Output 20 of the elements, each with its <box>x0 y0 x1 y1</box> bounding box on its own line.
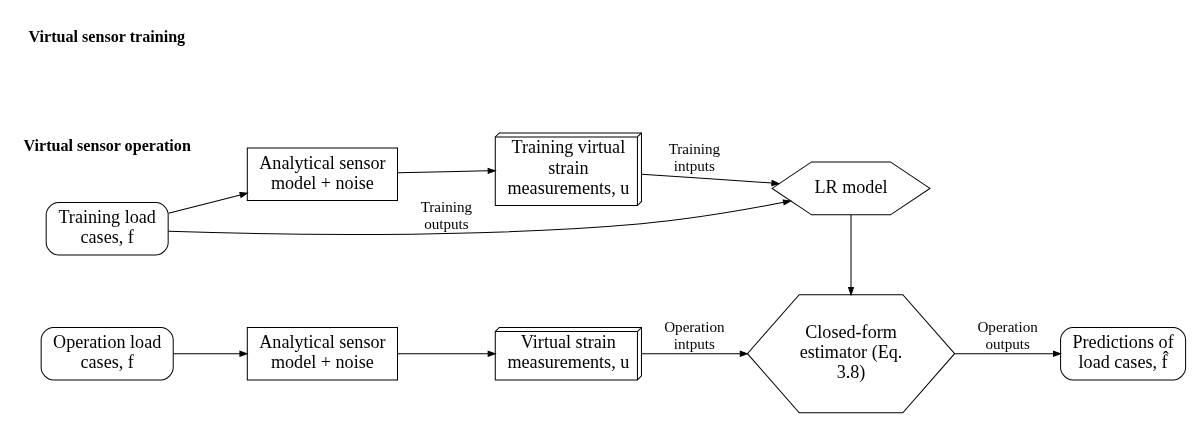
node-box: Operation load cases, f <box>40 326 174 380</box>
arrow <box>172 350 249 357</box>
arrow <box>397 167 497 174</box>
edge-label: Training outputs <box>420 198 473 232</box>
label: Virtual sensor operation <box>23 136 191 154</box>
arrow <box>641 173 781 186</box>
node-box: Training load cases, f <box>45 201 169 255</box>
edge-label: Operation intputs <box>664 318 725 352</box>
node-box: Analytical sensor model + noise <box>246 147 398 201</box>
arrow <box>954 350 1063 357</box>
edge-label: Training intputs <box>668 140 721 174</box>
arrow <box>641 350 749 357</box>
arrow <box>167 191 249 214</box>
arrow <box>397 350 497 357</box>
edge-label: Operation outputs <box>977 318 1038 352</box>
label: Virtual sensor training <box>28 27 186 45</box>
arrow <box>167 198 793 235</box>
node-box: Predictions of load cases, f̂ <box>1060 326 1187 380</box>
node-box: Analytical sensor model + noise <box>246 326 398 380</box>
arrow <box>847 213 855 296</box>
